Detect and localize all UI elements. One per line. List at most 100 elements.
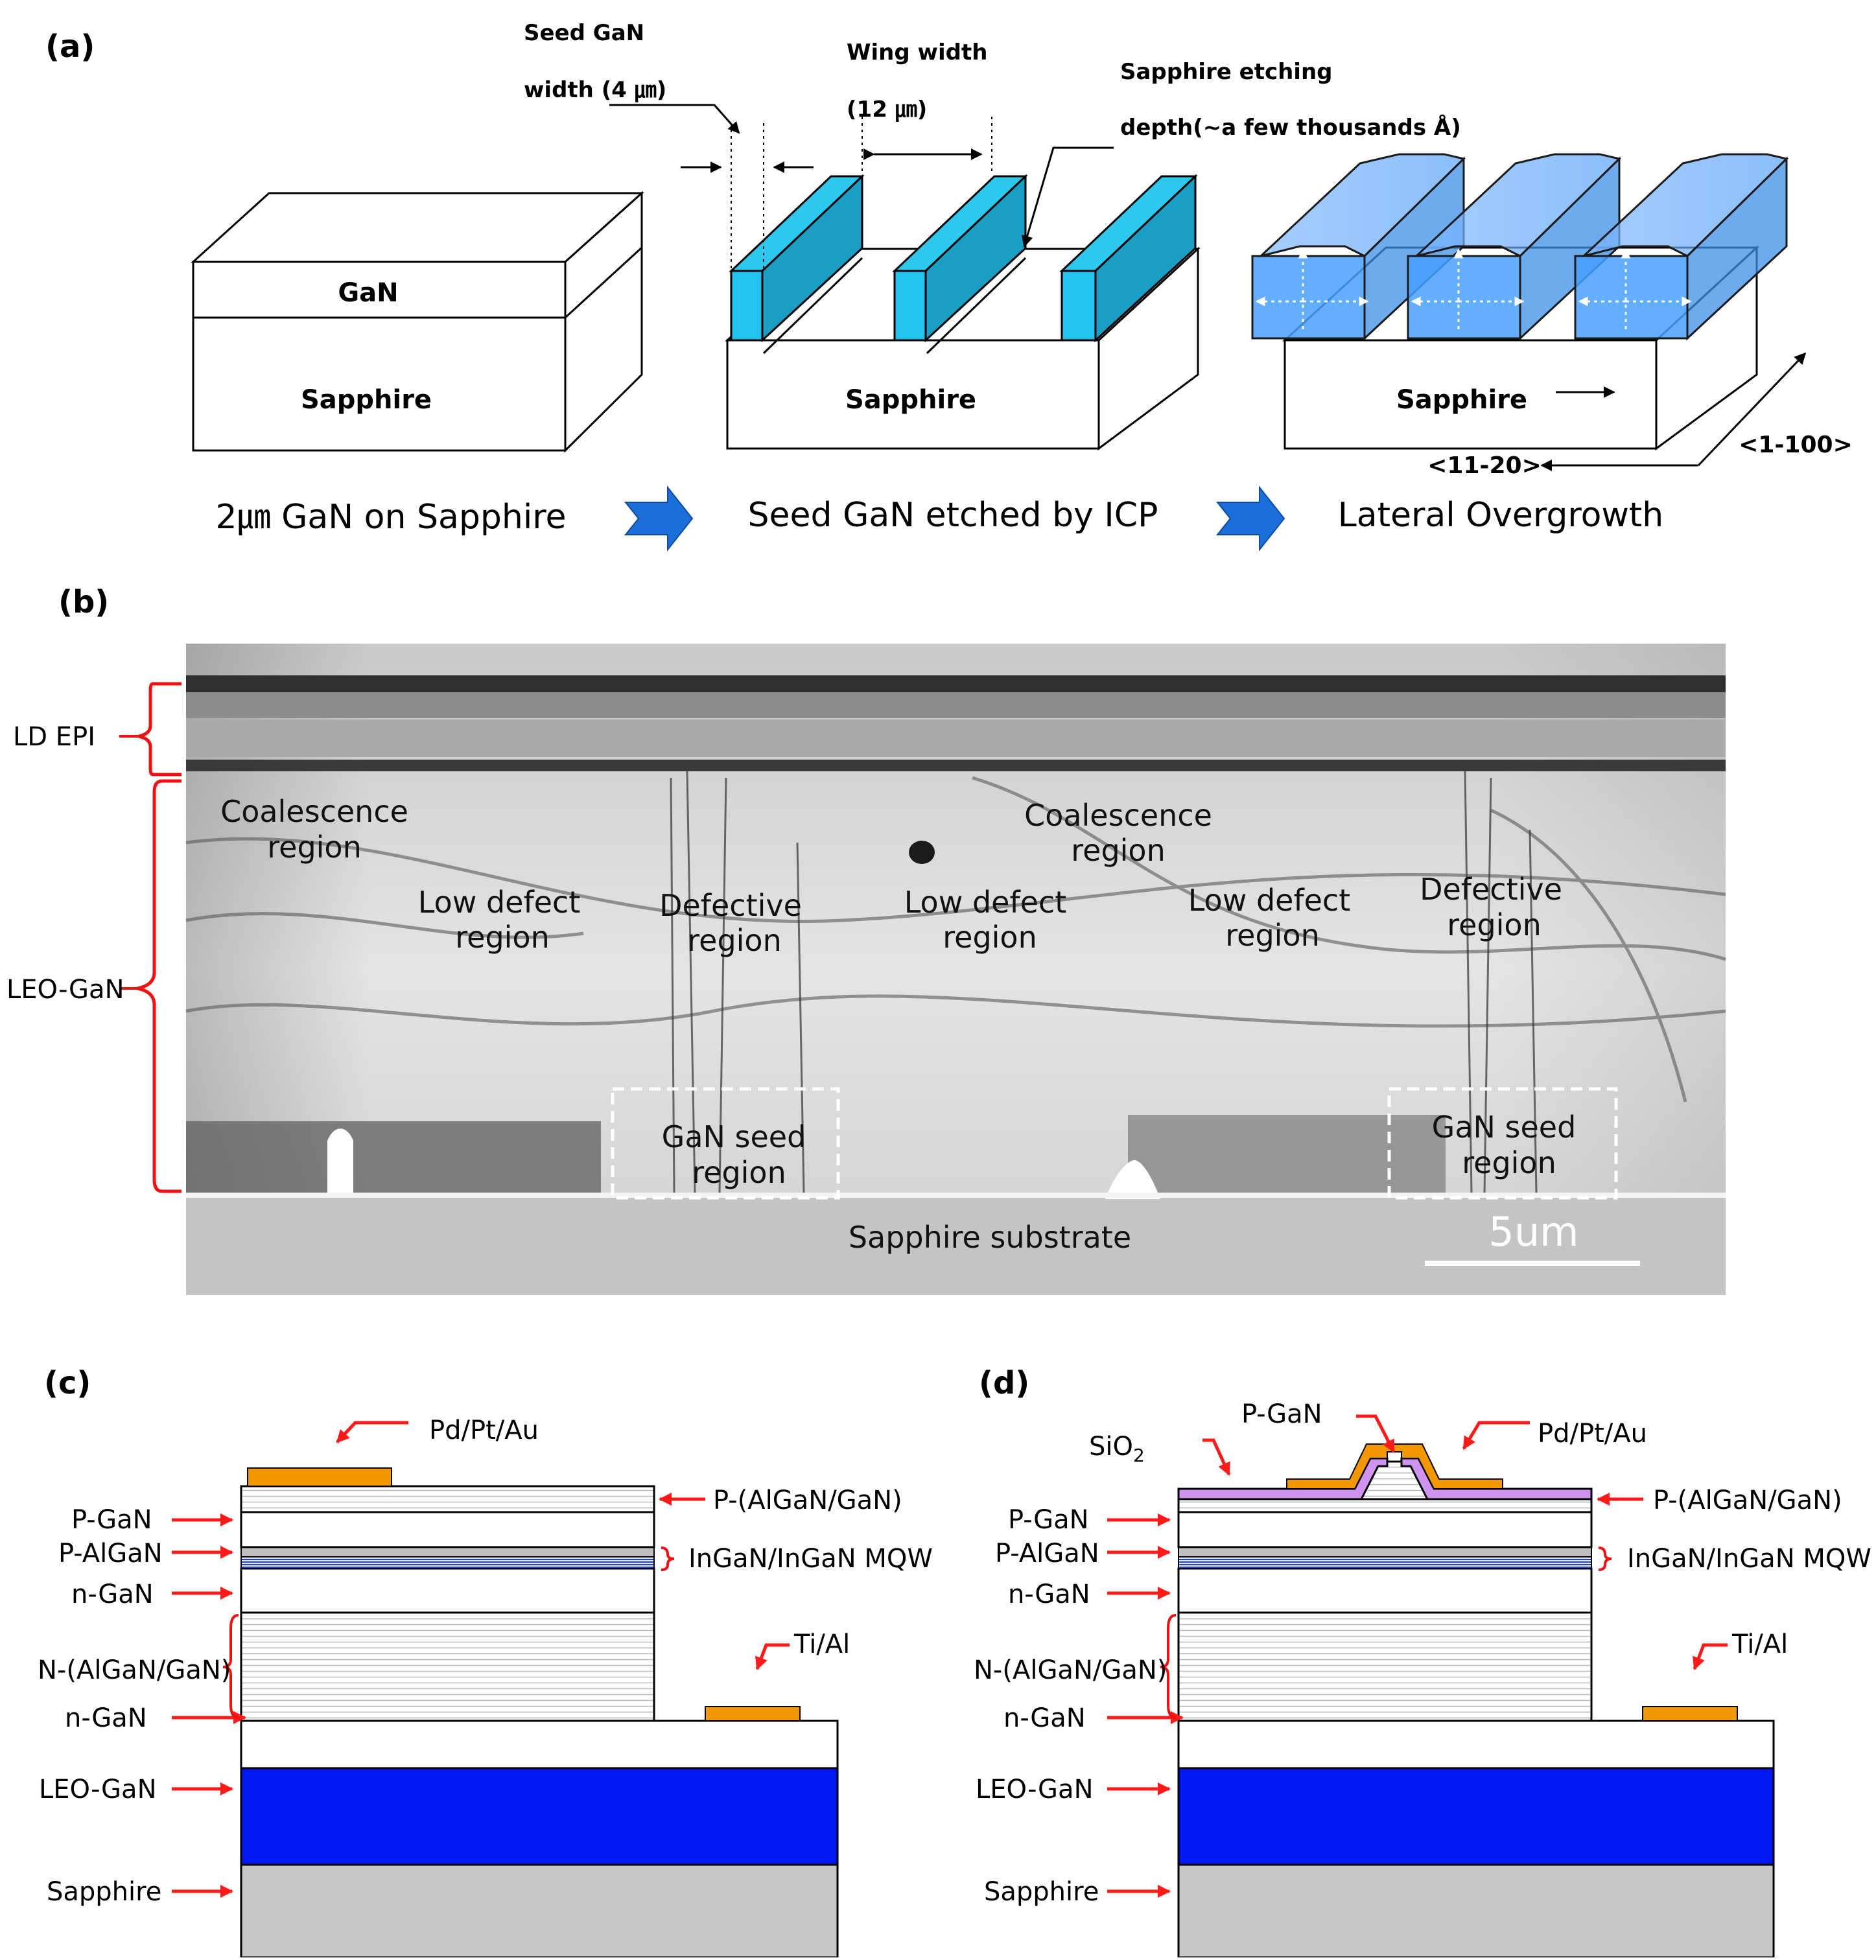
coalescence-1-line2: region xyxy=(267,830,361,865)
d-p-algan-label: P-AlGaN xyxy=(995,1539,1099,1569)
c-n-gan2-label: n-GaN xyxy=(65,1703,147,1733)
coalescence-2-line2: region xyxy=(1071,833,1165,868)
d-n-gan2-label: n-GaN xyxy=(1003,1703,1086,1733)
d-p-gan-layer xyxy=(1177,1511,1593,1548)
defective-2-line1: Defective xyxy=(1420,872,1562,907)
ld-epi-label: LD EPI xyxy=(13,722,95,752)
block1-front-face xyxy=(192,261,567,452)
panel-b: (b) xyxy=(6,584,1726,1295)
step2-label: Seed GaN etched by ICP xyxy=(748,496,1158,535)
p-gan-layer xyxy=(240,1511,655,1548)
d-p-algan-gan-layer xyxy=(1177,1498,1593,1513)
seed-width-line2: width (4 ㎛) xyxy=(524,77,666,103)
block1-gan-label: GaN xyxy=(338,278,398,308)
leo-gan-brace xyxy=(137,779,182,1193)
seed-box-2 xyxy=(1387,1087,1618,1200)
defective-1-line2: region xyxy=(687,923,781,958)
d-leo-gan-layer xyxy=(1177,1767,1775,1866)
panel-c-label: (c) xyxy=(44,1365,91,1401)
dir-1120-label: <11-20> xyxy=(1427,452,1541,479)
void-2 xyxy=(1105,1160,1160,1199)
ld-epi-brace xyxy=(138,682,182,776)
block1-top-face xyxy=(191,192,644,263)
low-defect-3-line1: Low defect xyxy=(1188,883,1351,918)
p-algan-layer xyxy=(240,1546,655,1558)
c-p-algan-gan-label: P-(AlGaN/GaN) xyxy=(713,1486,902,1515)
d-n-gan-layer xyxy=(1177,1567,1593,1614)
d-tial-contact xyxy=(1642,1706,1738,1721)
d-sapphire-label: Sapphire xyxy=(984,1877,1099,1907)
block3-sapphire-label: Sapphire xyxy=(1396,385,1527,415)
block-lateral-overgrowth xyxy=(1251,153,1807,471)
block2-sapphire-label: Sapphire xyxy=(845,385,976,415)
c-p-gan-label: P-GaN xyxy=(71,1505,152,1535)
panel-d-label: (d) xyxy=(979,1365,1029,1401)
tem-image: 5um xyxy=(185,644,1726,1295)
defective-1-line1: Defective xyxy=(659,888,802,923)
defective-2-line2: region xyxy=(1447,907,1541,942)
d-p-algan-gan-label: P-(AlGaN/GaN) xyxy=(1653,1486,1842,1515)
scale-bar xyxy=(1425,1261,1640,1266)
n-algan-brace-d xyxy=(1160,1614,1177,1719)
mqw-brace-c xyxy=(661,1546,675,1571)
c-leo-gan-label: LEO-GaN xyxy=(39,1775,156,1804)
c-sapphire-label: Sapphire xyxy=(47,1877,161,1907)
dimension-annotations xyxy=(609,104,1114,269)
d-n-algan-gan-layer xyxy=(1177,1611,1593,1722)
d-n-gan-label: n-GaN xyxy=(1008,1580,1090,1609)
d-sapphire-layer xyxy=(1177,1863,1775,1959)
n-algan-brace-c xyxy=(222,1614,239,1719)
seed-1-line1: GaN seed xyxy=(662,1119,806,1154)
pdptau-contact xyxy=(247,1467,392,1487)
block2-front-face xyxy=(726,339,1100,450)
wing-width-line2: (12 ㎛) xyxy=(847,97,927,122)
n-algan-gan-layer xyxy=(240,1611,655,1722)
coalescence-2-line1: Coalescence xyxy=(1024,798,1212,833)
step3-label: Lateral Overgrowth xyxy=(1338,496,1664,535)
p-algan-gan-layer xyxy=(240,1485,655,1513)
tial-contact xyxy=(705,1706,801,1721)
seed-2-line1: GaN seed xyxy=(1432,1110,1577,1145)
wing-width-line1: Wing width xyxy=(847,40,987,65)
d-mqw-label: InGaN/InGaN MQW xyxy=(1627,1544,1871,1574)
ld-structure-c xyxy=(240,1467,839,1959)
step1-label: 2㎛ GaN on Sapphire xyxy=(215,498,566,537)
etch-depth-line2: depth(~a few thousands Å) xyxy=(1120,114,1461,141)
leo-gan-label: LEO-GaN xyxy=(6,975,124,1005)
etch-depth-line1: Sapphire etching xyxy=(1120,59,1333,85)
mqw-layer xyxy=(240,1556,655,1569)
low-defect-1-line2: region xyxy=(455,920,549,955)
seed-2-line2: region xyxy=(1462,1145,1556,1180)
d-n-algan-gan-label: N-(AlGaN/GaN) xyxy=(974,1655,1167,1685)
c-mqw-label: InGaN/InGaN MQW xyxy=(688,1544,933,1574)
step-arrow-1 xyxy=(624,485,694,552)
c-tial-label: Ti/Al xyxy=(793,1629,850,1659)
d-p-algan-layer xyxy=(1178,1546,1592,1558)
d-leo-gan-label: LEO-GaN xyxy=(976,1775,1093,1804)
seed-1-line2: region xyxy=(692,1155,786,1190)
d-p-gan-label: P-GaN xyxy=(1008,1505,1089,1535)
seed-width-line1: Seed GaN xyxy=(524,20,644,46)
low-defect-1-line1: Low defect xyxy=(418,885,581,920)
c-p-algan-label: P-AlGaN xyxy=(58,1539,163,1569)
block-seed-etched xyxy=(725,174,1201,450)
mqw-brace-d xyxy=(1598,1546,1612,1571)
step-arrow-2 xyxy=(1215,485,1285,552)
dir-1100-label: <1-100> xyxy=(1739,432,1852,458)
d-pdptau-label: Pd/Pt/Au xyxy=(1538,1419,1647,1449)
d-sio2-label: SiO2 xyxy=(1089,1432,1145,1466)
c-n-gan-label: n-GaN xyxy=(71,1580,154,1609)
d-pdptau-contact xyxy=(1286,1443,1503,1489)
panel-a: (a) GaN Sapphire xyxy=(45,20,1853,552)
sapphire-substrate-label: Sapphire substrate xyxy=(849,1220,1131,1255)
panel-c: (c) Pd/Pt/Au P-(AlGaN/ xyxy=(38,1365,933,1959)
panel-a-label: (a) xyxy=(45,29,95,65)
block1-sapphire-label: Sapphire xyxy=(301,385,432,415)
ld-structure-d xyxy=(1177,1443,1775,1959)
low-defect-2-line1: Low defect xyxy=(904,885,1067,920)
n-gan-bottom-layer xyxy=(240,1720,839,1769)
sapphire-layer xyxy=(240,1863,839,1959)
n-gan-layer xyxy=(240,1567,655,1614)
leo-gan-layer xyxy=(240,1767,839,1866)
